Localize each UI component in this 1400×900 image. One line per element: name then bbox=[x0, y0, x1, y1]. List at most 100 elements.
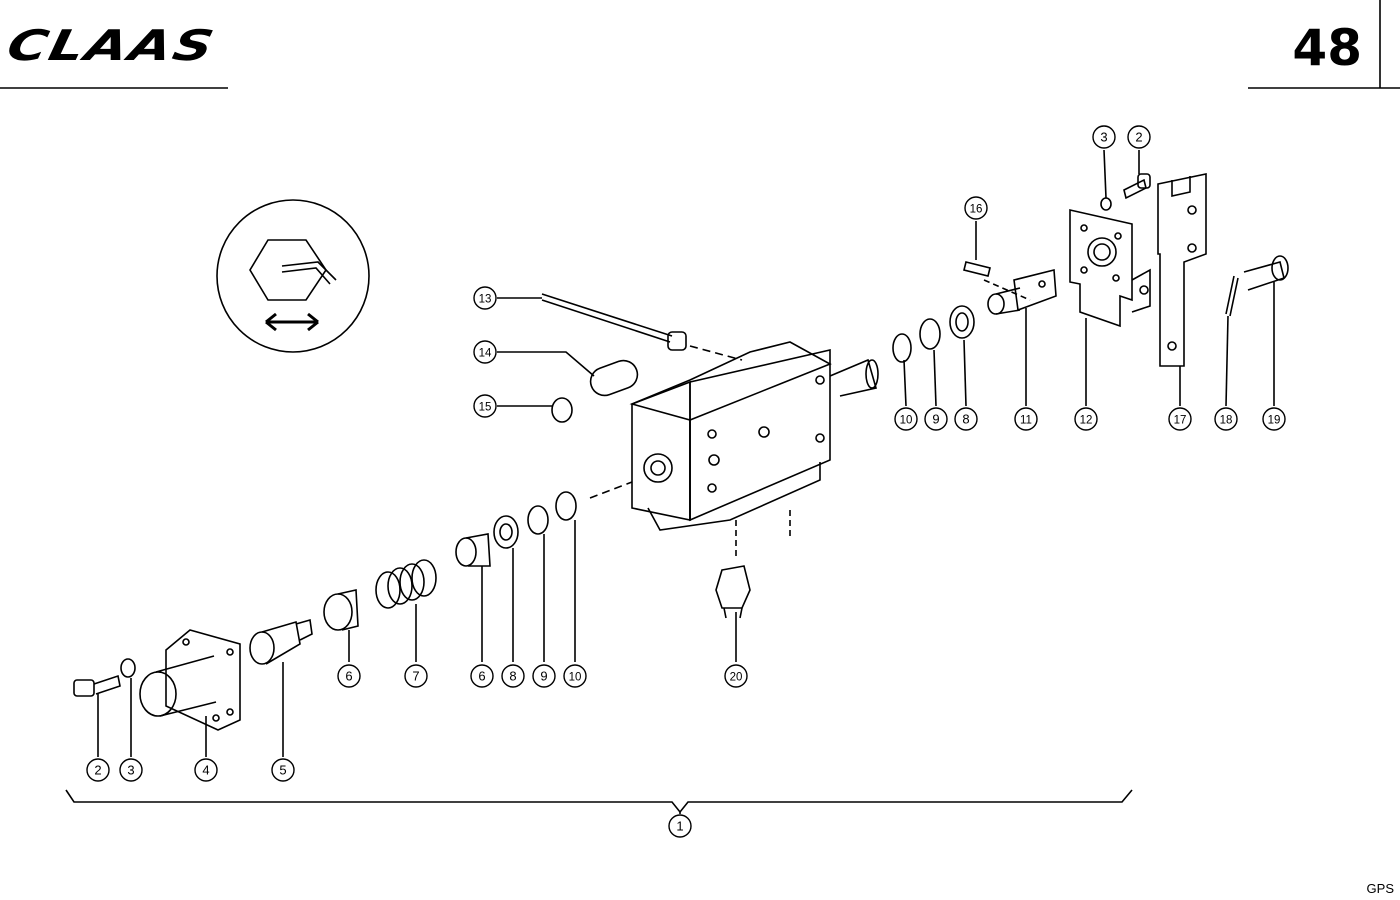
sleeve-part bbox=[455, 533, 491, 567]
callout-number: 9 bbox=[540, 669, 547, 684]
callout-10a: 10 bbox=[563, 664, 587, 688]
callout-number: 12 bbox=[1080, 415, 1093, 427]
callout-3a: 3 bbox=[119, 758, 143, 782]
callout-circle bbox=[473, 286, 497, 310]
callout-number: 2 bbox=[94, 763, 101, 778]
callout-circle bbox=[404, 664, 428, 688]
callout-number: 10 bbox=[900, 415, 913, 427]
assembly-bracket bbox=[65, 789, 1133, 814]
ring-8-part bbox=[493, 515, 519, 549]
callout-4: 4 bbox=[194, 758, 218, 782]
callout-6a: 6 bbox=[337, 664, 361, 688]
callout-2b: 2 bbox=[1127, 125, 1151, 149]
fork-link-part bbox=[1157, 173, 1207, 367]
callout-circle bbox=[668, 814, 692, 838]
callout-8a: 8 bbox=[501, 664, 525, 688]
callout-12: 12 bbox=[1074, 407, 1098, 431]
leader-3b bbox=[1103, 149, 1107, 199]
axis-line-left bbox=[589, 481, 633, 499]
callout-circle bbox=[470, 664, 494, 688]
callout-3b: 3 bbox=[1092, 125, 1116, 149]
callout-circle bbox=[1092, 125, 1116, 149]
callout-7: 7 bbox=[404, 664, 428, 688]
callout-number: 17 bbox=[1174, 415, 1187, 427]
cap-part bbox=[323, 589, 359, 631]
clevis-pin-part bbox=[1243, 255, 1289, 291]
callout-16: 16 bbox=[964, 196, 988, 220]
ring-9b-part bbox=[919, 318, 941, 350]
callout-6b: 6 bbox=[470, 664, 494, 688]
callout-circle bbox=[894, 407, 918, 431]
axis-line-pin bbox=[983, 279, 1031, 301]
callout-circle bbox=[964, 196, 988, 220]
flange-cover-part bbox=[139, 629, 241, 731]
page-number: 48 bbox=[1292, 19, 1362, 77]
leader-14 bbox=[497, 351, 595, 377]
ring-9-part bbox=[527, 505, 549, 535]
spring-part bbox=[375, 559, 437, 609]
callout-number: 7 bbox=[412, 669, 419, 684]
axis-line-bolt bbox=[689, 345, 743, 361]
callout-number: 11 bbox=[1020, 415, 1032, 427]
callout-9b: 9 bbox=[924, 407, 948, 431]
callout-number: 6 bbox=[345, 669, 352, 684]
callout-circle bbox=[954, 407, 978, 431]
leader-9b bbox=[933, 349, 937, 407]
callout-number: 15 bbox=[479, 402, 492, 414]
callout-circle bbox=[563, 664, 587, 688]
shaft-part bbox=[987, 268, 1057, 315]
callout-number: 5 bbox=[279, 763, 286, 778]
screw-part bbox=[73, 674, 121, 697]
ring-10-part bbox=[555, 491, 577, 521]
callout-1: 1 bbox=[668, 814, 692, 838]
callout-9a: 9 bbox=[532, 664, 556, 688]
callout-circle bbox=[1262, 407, 1286, 431]
callout-17: 17 bbox=[1168, 407, 1192, 431]
callout-number: 14 bbox=[479, 348, 492, 360]
callout-circle bbox=[271, 758, 295, 782]
ring-10b-part bbox=[892, 333, 912, 363]
callout-number: 20 bbox=[730, 672, 743, 684]
callout-8b: 8 bbox=[954, 407, 978, 431]
callout-circle bbox=[532, 664, 556, 688]
callout-number: 18 bbox=[1220, 415, 1233, 427]
callout-11: 11 bbox=[1014, 407, 1038, 431]
washer-part bbox=[120, 658, 136, 678]
bracket-plate-part bbox=[1069, 208, 1151, 328]
callout-circle bbox=[924, 407, 948, 431]
callout-number: 8 bbox=[962, 412, 969, 427]
ring-8b-part bbox=[949, 305, 975, 339]
screw-b-part bbox=[1123, 178, 1147, 200]
callout-circle bbox=[119, 758, 143, 782]
callout-number: 10 bbox=[569, 672, 582, 684]
callout-number: 3 bbox=[127, 763, 134, 778]
callout-circle bbox=[1014, 407, 1038, 431]
callout-15: 15 bbox=[473, 394, 497, 418]
callout-number: 1 bbox=[676, 819, 683, 834]
callout-circle bbox=[194, 758, 218, 782]
callout-number: 6 bbox=[478, 669, 485, 684]
callout-circle bbox=[501, 664, 525, 688]
callout-number: 8 bbox=[509, 669, 516, 684]
callout-number: 9 bbox=[932, 412, 939, 427]
leader-10b bbox=[903, 359, 907, 407]
oval-seal-part bbox=[589, 359, 639, 397]
callout-circle bbox=[473, 394, 497, 418]
callout-10b: 10 bbox=[894, 407, 918, 431]
callout-number: 3 bbox=[1100, 130, 1107, 145]
o-ring-part bbox=[551, 397, 573, 423]
callout-14: 14 bbox=[473, 340, 497, 364]
footer-code: GPS bbox=[1366, 881, 1394, 896]
leader-18 bbox=[1225, 315, 1229, 407]
callout-circle bbox=[1168, 407, 1192, 431]
callout-circle bbox=[1074, 407, 1098, 431]
callout-18: 18 bbox=[1214, 407, 1238, 431]
callout-circle bbox=[473, 340, 497, 364]
callout-20: 20 bbox=[724, 664, 748, 688]
callout-13: 13 bbox=[473, 286, 497, 310]
long-bolt-part bbox=[541, 293, 687, 351]
callout-circle bbox=[337, 664, 361, 688]
callout-circle bbox=[86, 758, 110, 782]
callout-19: 19 bbox=[1262, 407, 1286, 431]
